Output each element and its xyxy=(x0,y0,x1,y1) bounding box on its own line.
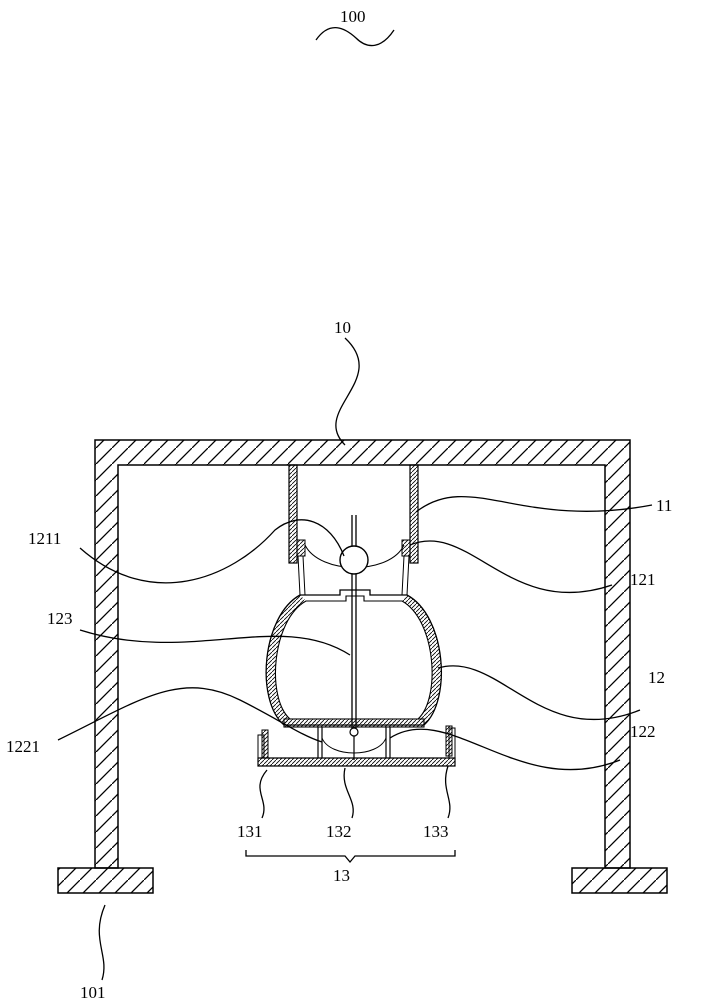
leader-bottom-cup xyxy=(57,687,323,743)
left-post xyxy=(261,729,269,759)
frame xyxy=(94,439,631,869)
label-bottom-cup: 1221 xyxy=(6,737,40,756)
ball xyxy=(339,545,369,575)
leader-frame xyxy=(335,337,360,446)
bottom-fitting xyxy=(317,727,391,760)
leader-ball xyxy=(79,519,345,584)
leader-tray xyxy=(343,767,354,819)
vessel xyxy=(265,589,442,728)
label-left-post: 131 xyxy=(237,822,263,841)
figure-label-squiggle xyxy=(315,27,395,47)
label-ball: 1211 xyxy=(28,529,61,548)
leader-rod xyxy=(79,629,351,656)
figure-label: 100 xyxy=(340,7,366,26)
label-bottom-fitting: 122 xyxy=(630,722,656,741)
right-post xyxy=(445,725,453,757)
label-foot: 101 xyxy=(80,983,106,1000)
base-assembly-brace xyxy=(245,850,456,864)
foot-left xyxy=(57,867,154,894)
label-neck: 121 xyxy=(630,570,656,589)
leader-right-post xyxy=(444,765,451,819)
label-right-post: 133 xyxy=(423,822,449,841)
leader-bottom-fitting xyxy=(389,728,621,771)
label-base-assembly: 13 xyxy=(333,866,350,885)
upper-sleeve xyxy=(288,464,419,564)
leader-left-post xyxy=(259,769,268,819)
label-frame: 10 xyxy=(334,318,351,337)
label-rod: 123 xyxy=(47,609,73,628)
label-upper-sleeve: 11 xyxy=(656,496,672,515)
leader-neck xyxy=(409,540,613,593)
foot-right xyxy=(571,867,668,894)
leader-foot xyxy=(98,904,106,981)
label-tray: 132 xyxy=(326,822,352,841)
leader-upper-sleeve xyxy=(415,496,653,513)
label-vessel: 12 xyxy=(648,668,665,687)
leader-vessel xyxy=(437,665,641,721)
